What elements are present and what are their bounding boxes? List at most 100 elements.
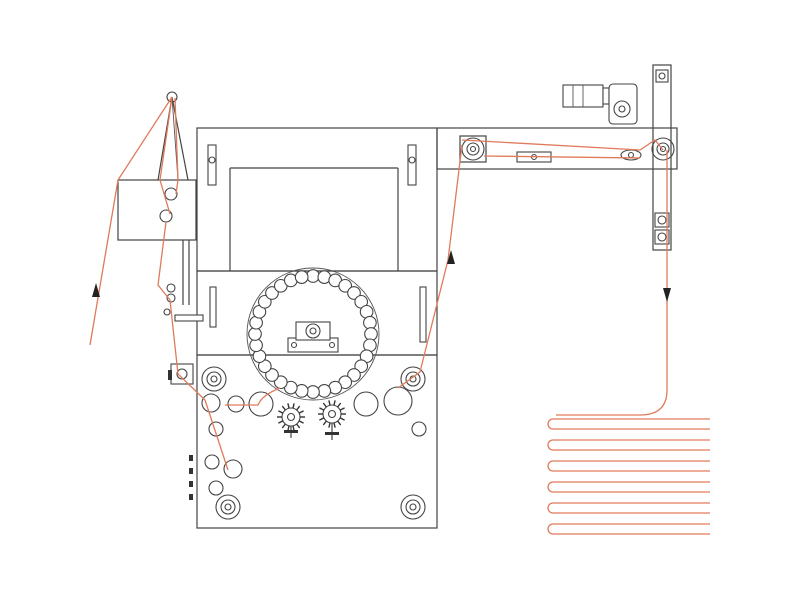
ring-roller	[306, 269, 320, 283]
brush-bristle	[333, 422, 336, 428]
flange-roller-lower-left	[215, 494, 241, 520]
roller-6	[208, 421, 224, 437]
lower-cabinet	[196, 354, 438, 529]
roller-ring	[246, 267, 380, 401]
lower-rollers	[201, 366, 427, 520]
gear-motor	[562, 83, 638, 125]
brush-bristle	[287, 403, 290, 409]
ring-roller	[354, 359, 369, 374]
tension-arm	[117, 91, 204, 385]
brush-bristle	[333, 400, 336, 406]
panel-mark-2	[189, 468, 193, 474]
ring-roller	[347, 368, 361, 382]
vertical-guide-post	[652, 64, 672, 251]
left-middle-post	[209, 286, 217, 328]
tension-roller-upper	[164, 187, 178, 201]
right-upper-bracket-bolt	[408, 156, 416, 164]
right-upper-bracket	[407, 144, 417, 186]
brush-bristle	[292, 403, 295, 409]
roller-8	[204, 454, 220, 470]
brush-roller-left	[277, 403, 305, 438]
brush-bristle	[287, 425, 290, 431]
shaft-bearing-block	[287, 321, 339, 353]
strand-up	[397, 144, 463, 389]
ring-roller	[265, 286, 279, 300]
brush-roller-right	[318, 400, 346, 440]
strand-beam	[461, 139, 664, 151]
roller-2	[227, 395, 245, 413]
brush-bristle	[281, 405, 286, 411]
strand-incoming	[89, 96, 173, 346]
strand-down	[556, 150, 668, 416]
arrow-up-left	[92, 283, 100, 297]
brush-rollers	[277, 400, 346, 440]
brush-bristle	[319, 407, 325, 411]
brush-bristle	[337, 402, 342, 408]
ring-roller	[364, 327, 378, 341]
right-middle-post	[419, 286, 427, 343]
ring-roller	[347, 286, 361, 300]
brush-bristle	[298, 420, 304, 424]
roller-7	[411, 421, 427, 437]
roller-9	[223, 459, 243, 479]
brush-bristle	[278, 410, 284, 414]
arrow-up-middle	[447, 250, 455, 264]
roller-3	[248, 391, 274, 417]
brush-bristle	[281, 423, 286, 429]
guide-roller-b	[166, 293, 176, 303]
brush-bristle	[328, 422, 331, 428]
output-coils	[547, 418, 710, 535]
ring-roller	[294, 270, 309, 284]
ring-roller	[248, 327, 262, 341]
brush-bristle	[339, 417, 345, 421]
coil-loop	[547, 502, 710, 514]
ring-roller	[338, 278, 353, 293]
tension-box	[117, 179, 197, 241]
brush-bristle	[328, 400, 331, 406]
panel-mark-3	[189, 481, 193, 487]
guide-bracket	[174, 314, 204, 322]
ring-roller	[317, 384, 332, 398]
coil-loop	[547, 418, 710, 430]
brush-bristle	[322, 402, 327, 408]
guide-roller-c	[163, 308, 171, 316]
ring-roller	[273, 375, 288, 390]
roller-10	[208, 480, 224, 496]
coil-loop	[547, 481, 710, 493]
guide-roller-a	[166, 283, 176, 293]
post-body	[652, 64, 672, 251]
brush-bristle	[319, 417, 325, 421]
flange-roller-upper-right	[400, 366, 426, 392]
arrow-down-right	[663, 288, 671, 302]
roller-5	[383, 386, 413, 416]
ring-rollers	[248, 269, 378, 399]
brush-bristle	[296, 423, 301, 429]
coil-loop	[547, 523, 710, 535]
upper-frame-box	[196, 127, 438, 272]
ring-outline	[246, 267, 380, 401]
flange-roller-upper-left	[201, 366, 227, 392]
brush-bristle	[339, 407, 345, 411]
ring-roller	[306, 385, 320, 399]
beam-body	[436, 127, 678, 170]
tension-roller-lower	[159, 209, 173, 223]
brush-bristle	[322, 420, 327, 426]
left-upper-bracket-bolt	[208, 156, 216, 164]
brush-bristle	[292, 425, 295, 431]
ring-roller	[257, 294, 272, 309]
coil-loop	[547, 439, 710, 451]
brush-bristle	[296, 405, 301, 411]
panel-mark-1	[189, 455, 193, 461]
flange-roller-lower-right	[400, 494, 426, 520]
brush-bristle	[337, 420, 342, 426]
roller-1	[201, 393, 221, 413]
overhead-beam	[436, 127, 678, 170]
brush-bristle	[278, 420, 284, 424]
coil-loop	[547, 460, 710, 472]
left-upper-bracket	[207, 144, 217, 186]
feed-block-roller	[176, 368, 188, 380]
roller-4	[353, 391, 379, 417]
brush-bristle	[298, 410, 304, 414]
